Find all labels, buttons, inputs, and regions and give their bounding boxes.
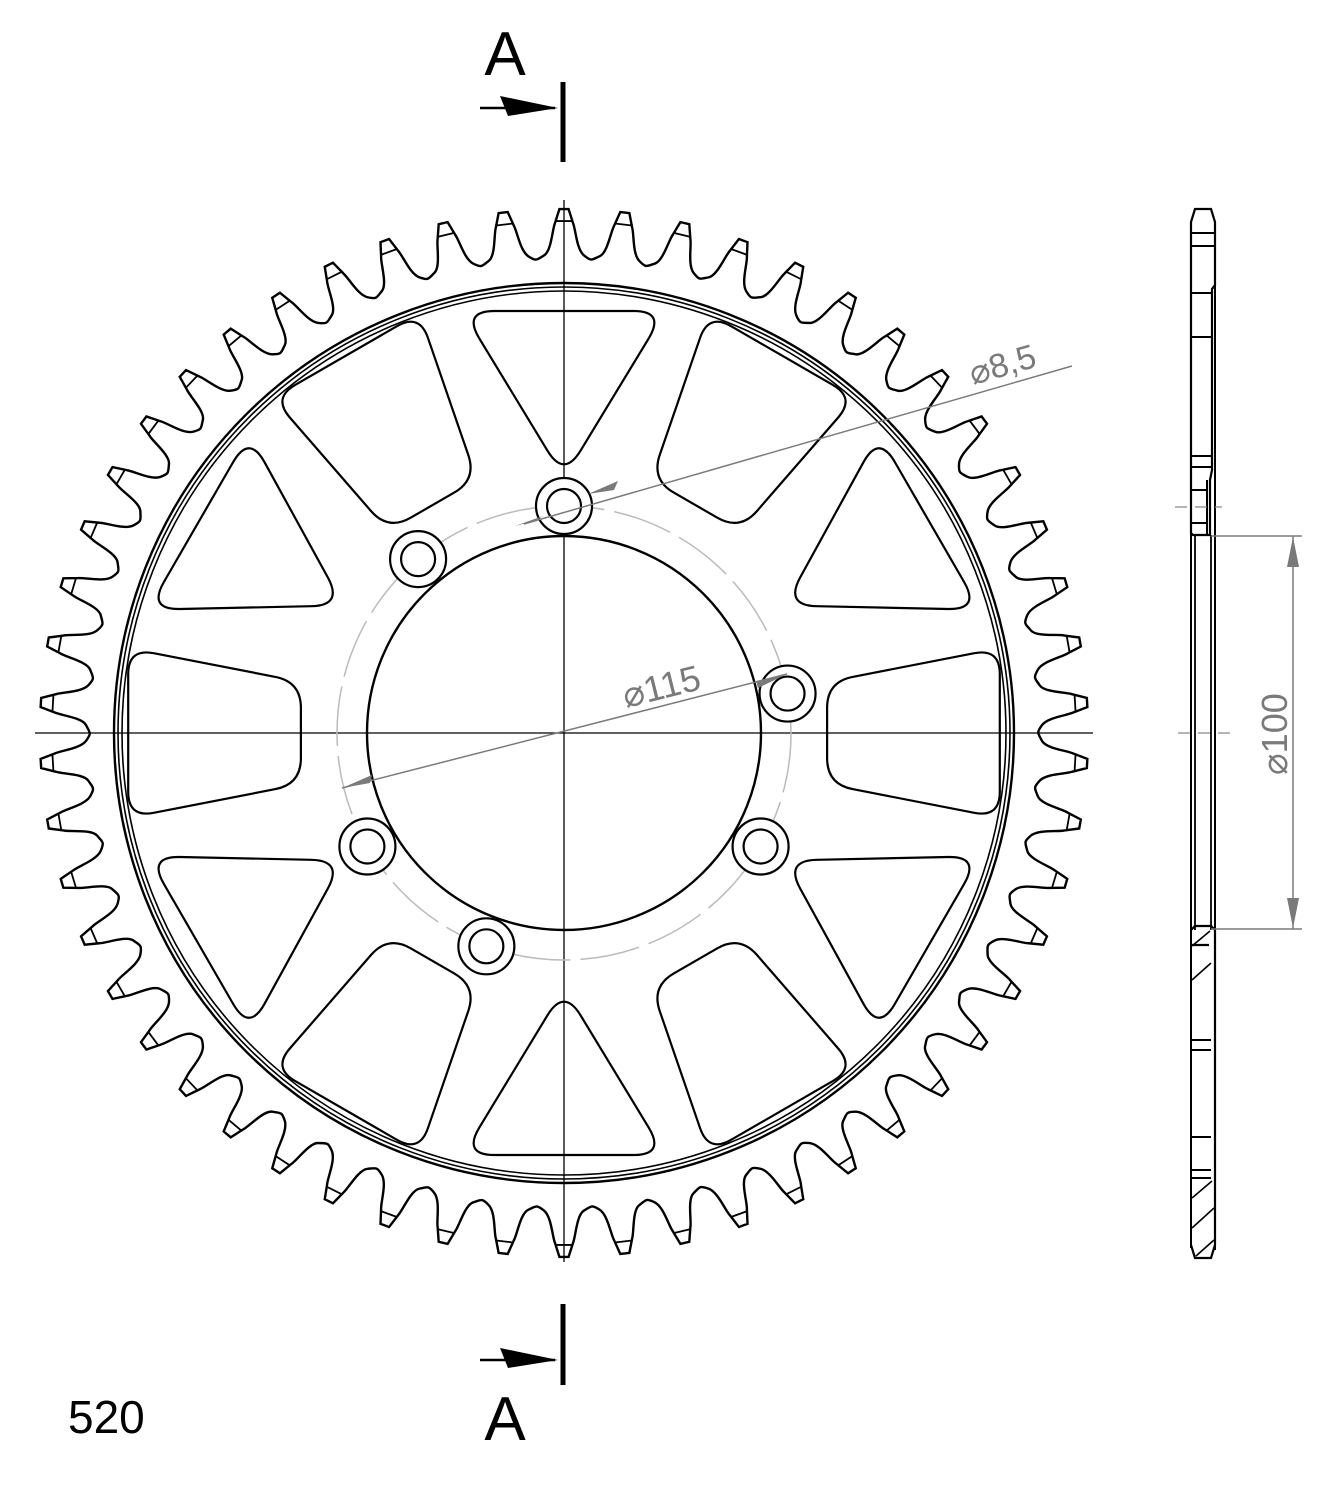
- section-view-a-a: [1175, 207, 1230, 1260]
- quad-window: [281, 320, 472, 524]
- bolt-hole-icon: [338, 817, 397, 876]
- bolt-circle-diameter-label: ⌀115: [618, 657, 705, 716]
- bolt-hole-icon: [731, 817, 790, 876]
- center-bore-diameter-label: ⌀100: [1254, 693, 1295, 775]
- dimension-center-bore: ⌀100: [1211, 535, 1302, 930]
- rim-inner-line: [121, 290, 1007, 1176]
- rim-middle-line: [117, 286, 1011, 1180]
- section-marker-bottom: A: [480, 1304, 566, 1454]
- section-outline-lower: [1189, 924, 1217, 1260]
- sprocket-front-view: [39, 207, 1089, 1259]
- section-marker-top: A: [480, 20, 566, 162]
- bolt-hole-icon: [468, 928, 505, 965]
- triangle-window: [157, 855, 334, 1019]
- bolt-holes: [338, 476, 817, 976]
- lightening-windows: [127, 309, 1001, 1157]
- bolt-hole-icon: [388, 530, 448, 589]
- triangle-window: [794, 855, 971, 1019]
- tooth-chamfer-lines: [51, 220, 1077, 1246]
- section-label-top: A: [484, 20, 526, 89]
- triangle-window: [157, 447, 334, 611]
- quad-window: [826, 651, 1001, 815]
- bolt-hole-icon: [742, 828, 779, 865]
- section-hatching: [1191, 930, 1215, 1257]
- bolt-hole-icon: [457, 917, 516, 976]
- rim-outer-line: [112, 281, 1016, 1185]
- triangle-window: [472, 309, 656, 466]
- bolt-hole-icon: [399, 541, 437, 578]
- bolt-hole-icon: [534, 476, 594, 536]
- quad-window: [656, 942, 847, 1146]
- bolt-hole-icon: [349, 828, 386, 865]
- bolt-hole-icon: [758, 664, 817, 723]
- teeth-profile: [39, 207, 1089, 1259]
- bolt-hole-diameter-label: ⌀8,5: [965, 337, 1041, 392]
- section-outline-upper: [1189, 207, 1217, 537]
- quad-window: [281, 942, 472, 1146]
- triangle-window: [472, 1000, 656, 1157]
- bolt-hole-icon: [545, 487, 583, 525]
- quad-window: [656, 320, 847, 524]
- bolt-hole-icon: [769, 675, 806, 712]
- chain-pitch-label: 520: [68, 1391, 145, 1443]
- section-label-bottom: A: [484, 1385, 526, 1454]
- triangle-window: [794, 447, 971, 611]
- dimension-bolt-hole: ⌀8,5: [515, 337, 1073, 526]
- quad-window: [127, 651, 302, 815]
- center-bore: [365, 534, 763, 932]
